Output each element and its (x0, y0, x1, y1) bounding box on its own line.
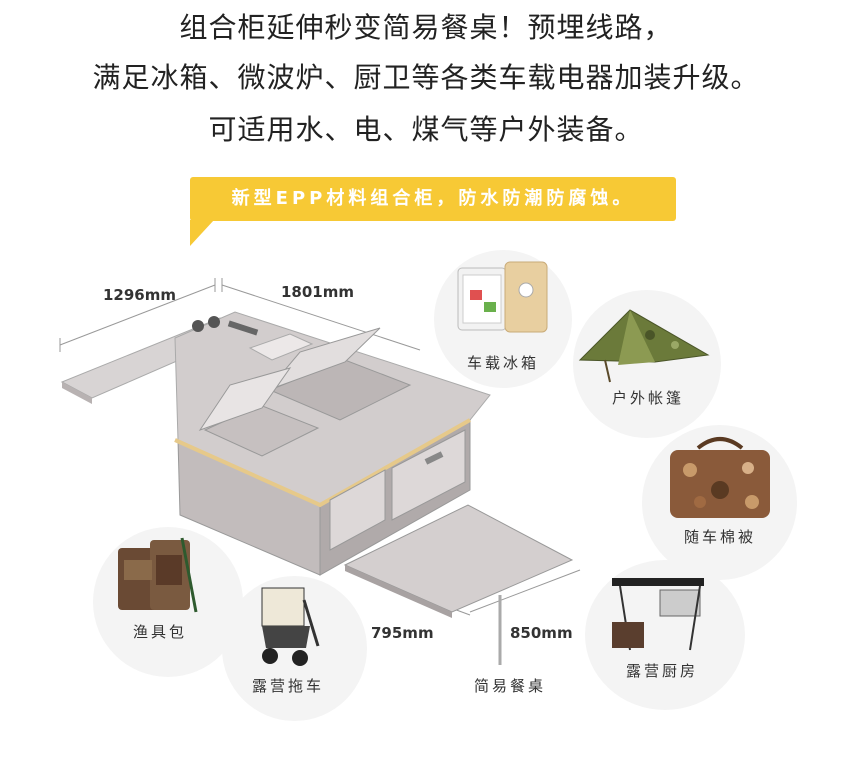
headline-line-2: 满足冰箱、微波炉、厨卫等各类车载电器加装升级。 (92, 61, 760, 94)
table-depth-dimension-label: 795mm (371, 624, 434, 642)
fridge-label: 车载冰箱 (466, 354, 539, 372)
camp-kitchen-label: 露营厨房 (625, 662, 698, 680)
headline-line-3: 可适用水、电、煤气等户外装备。 (208, 113, 644, 146)
tent-label: 户外帐篷 (611, 389, 684, 407)
cabinet-illustration (60, 311, 574, 665)
length-dimension-label: 1801mm (281, 283, 355, 301)
fridge-icon (457, 261, 548, 333)
fishing-bag-icon (118, 537, 198, 613)
tent-circle (573, 290, 721, 438)
depth-dimension-label: 1296mm (103, 286, 177, 304)
banner-pointer (190, 220, 214, 246)
headline-line-1: 组合柜延伸秒变简易餐桌！预埋线路， (179, 11, 673, 44)
quilt-bag-icon (670, 437, 770, 518)
camp-cart-icon (261, 587, 320, 666)
camp-cart-label: 露营拖车 (251, 677, 324, 695)
quilt-label: 随车棉被 (683, 528, 756, 546)
fishing-bag-label: 渔具包 (132, 623, 187, 641)
feature-banner: 新型EPP材料组合柜，防水防潮防腐蚀。 (190, 177, 676, 221)
camp-kitchen-icon (612, 578, 704, 651)
table-height-dimension-label: 850mm (510, 624, 573, 642)
tent-icon (578, 309, 710, 383)
feature-banner-text: 新型EPP材料组合柜，防水防潮防腐蚀。 (231, 188, 635, 209)
table-label: 简易餐桌 (473, 677, 546, 695)
